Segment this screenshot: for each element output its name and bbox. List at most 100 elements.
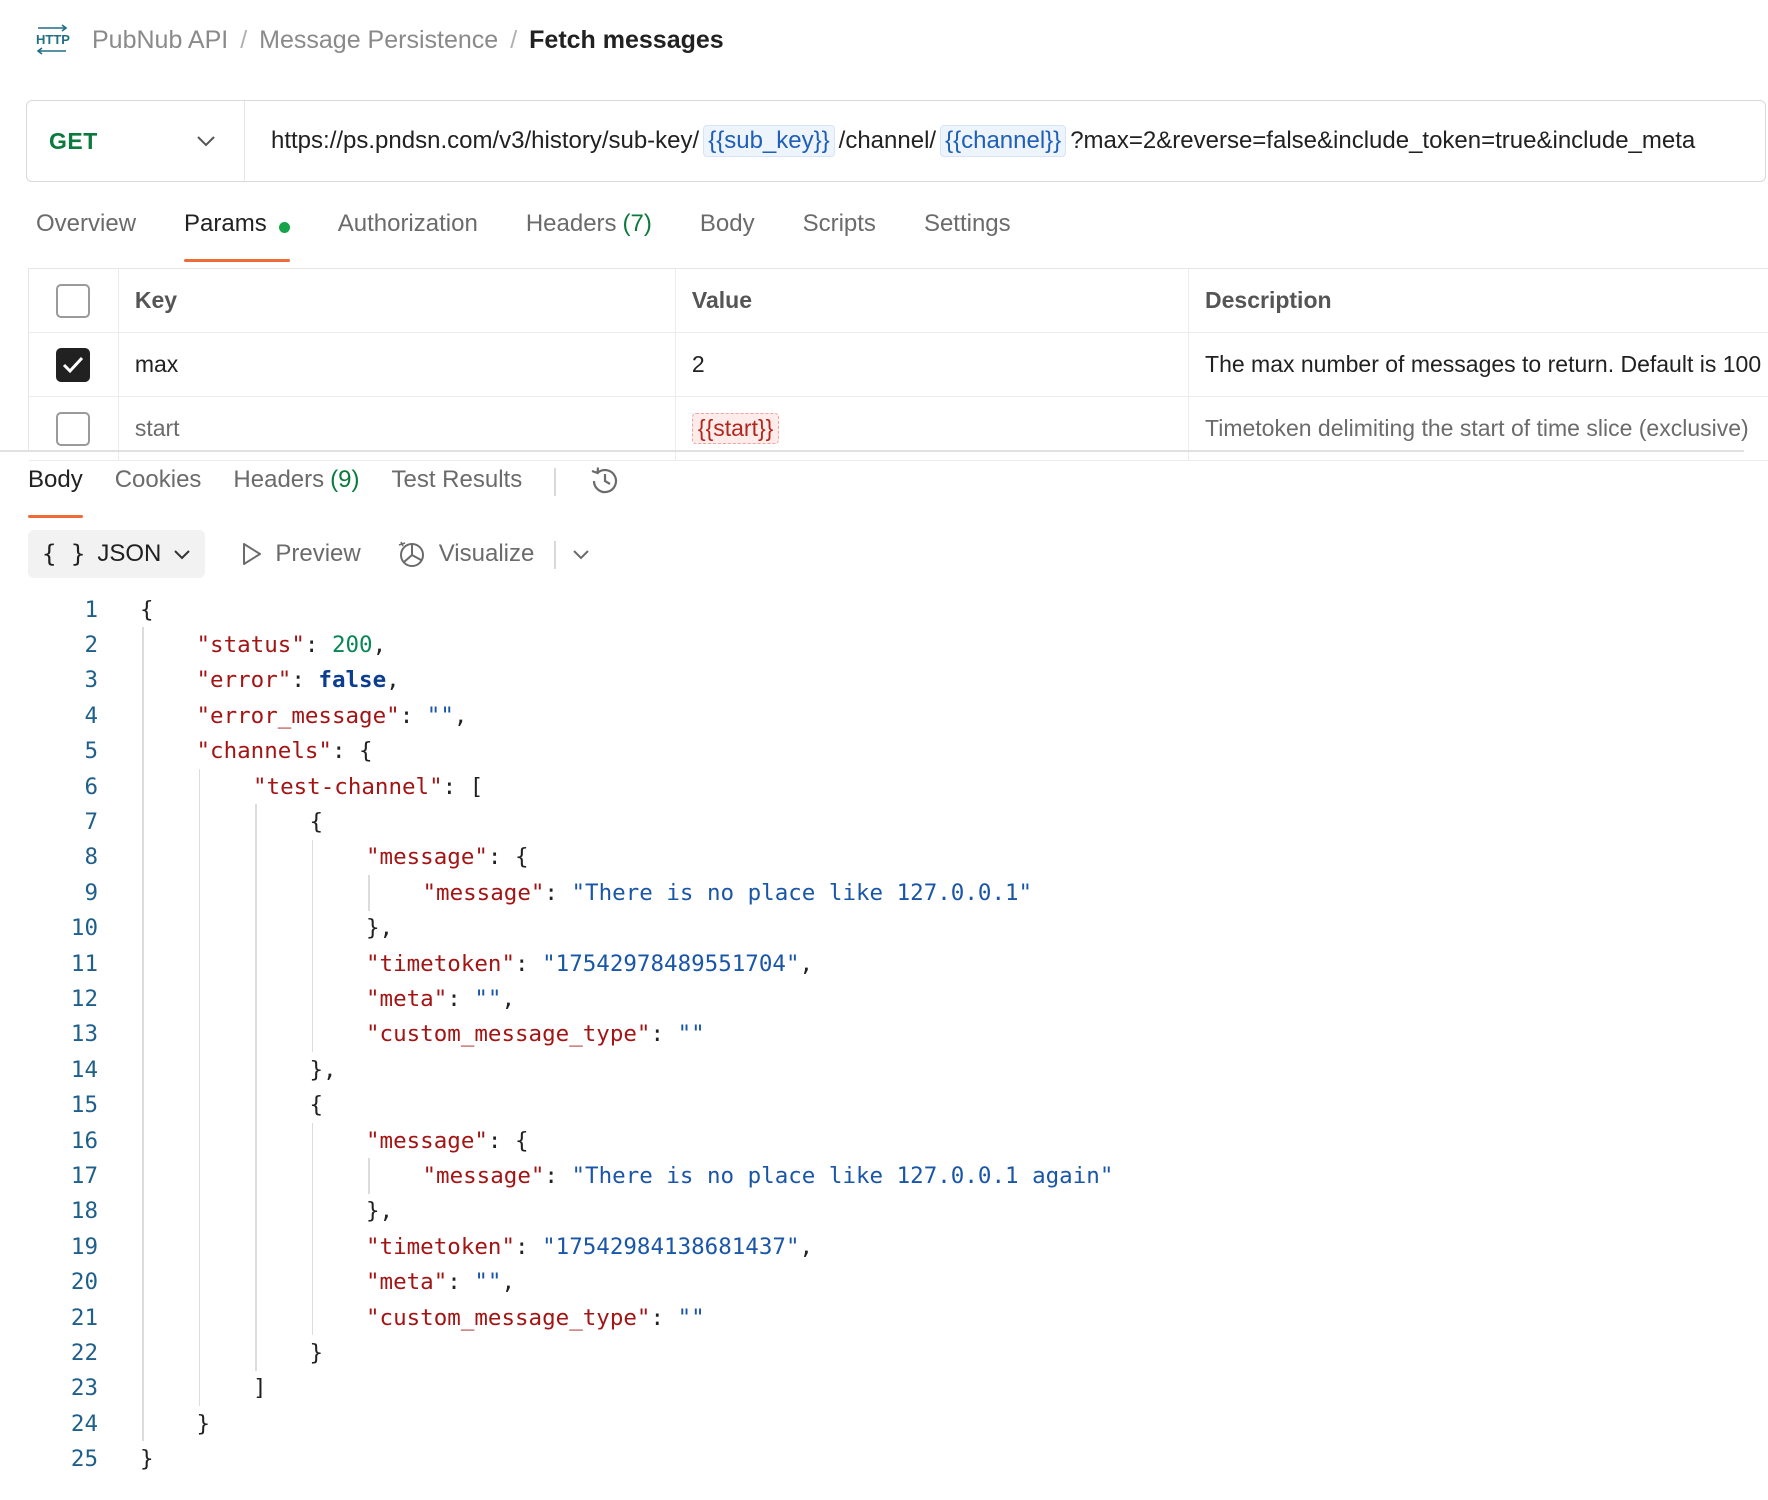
column-header-key: Key [119,269,676,332]
indent-guide [198,804,200,840]
code-token: } [196,1410,211,1437]
url-variable-channel[interactable]: {{channel}} [940,125,1067,157]
tab-authorization[interactable]: Authorization [338,210,478,262]
code-token: "There is no place like 127.0.0.1 again" [571,1162,1114,1189]
tab-scripts[interactable]: Scripts [803,210,876,262]
code-line: 12"meta": "", [0,981,1744,1017]
tab-response-cookies[interactable]: Cookies [115,466,202,518]
braces-icon: { } [42,540,86,568]
indent-guide [255,839,257,876]
code-text: "test-channel": [ [253,774,483,800]
line-number: 5 [84,738,98,765]
tab-params[interactable]: Params [184,210,290,262]
code-token: : [515,1233,543,1260]
code-text: } [310,1340,324,1366]
param-description[interactable]: The max number of messages to return. De… [1205,351,1762,377]
code-token: "message" [422,1162,545,1189]
tab-overview[interactable]: Overview [36,210,136,262]
tab-response-body[interactable]: Body [28,466,83,518]
select-all-checkbox[interactable] [56,283,91,318]
request-name[interactable]: Fetch messages [529,25,724,54]
row-checkbox[interactable] [56,347,91,382]
code-text: "meta": "", [366,1269,515,1295]
indent-guide [255,1335,257,1371]
tab-settings[interactable]: Settings [924,210,1011,262]
line-number: 10 [70,915,98,942]
indent-guide [311,875,313,911]
code-token: : [544,1162,572,1189]
preview-button[interactable]: Preview [241,540,361,568]
response-toolbar: { } JSON Preview Visualize [28,530,590,578]
format-select[interactable]: { } JSON [28,530,206,578]
breadcrumb-item-folder[interactable]: Message Persistence [259,25,499,54]
indent-guide [142,1405,144,1442]
code-token: "custom_message_type" [366,1304,651,1331]
code-text: { [140,597,154,623]
url-part: /channel/ [838,127,937,154]
param-value-cell[interactable]: {{start}} [676,397,1190,460]
line-number: 11 [70,950,98,977]
url-part: ?max=2&reverse=false&include_token=true&… [1070,127,1696,154]
code-token: }, [366,1198,394,1225]
indent-guide [255,1122,257,1159]
breadcrumb-item-collection[interactable]: PubNub API [92,25,229,54]
indent-guide [255,1264,257,1300]
param-description[interactable]: Timetoken delimiting the start of time s… [1205,415,1749,441]
indent-guide [142,1016,144,1053]
indent-guide [311,1299,313,1336]
code-token: , [453,702,468,729]
code-token: "message" [422,879,545,906]
indent-guide [198,1299,200,1336]
tab-body[interactable]: Body [700,210,755,262]
tool-separator [554,541,556,569]
response-body-viewer[interactable]: 1{2"status": 200,3"error": false,4"error… [0,592,1744,1477]
indent-guide [255,910,257,946]
param-key[interactable]: start [119,397,676,460]
code-text: "message": { [366,844,529,870]
tab-label: Body [699,210,755,237]
indent-guide [311,1264,313,1300]
preview-label: Preview [275,540,361,567]
code-line: 8"message": { [0,839,1744,876]
code-token: : { [331,738,373,765]
indent-guide [198,1193,200,1230]
tab-test-results[interactable]: Test Results [391,466,522,518]
indent-guide [142,1229,144,1265]
tab-response-headers[interactable]: Headers(9) [233,466,359,518]
code-line: 7{ [0,804,1744,840]
code-line: 5"channels": { [0,733,1744,769]
indent-guide [198,1016,200,1053]
indent-guide [255,1052,257,1088]
line-number: 18 [70,1198,98,1225]
row-checkbox[interactable] [56,411,91,446]
method-select[interactable]: GET [27,101,245,181]
tab-headers[interactable]: Headers(7) [526,210,652,262]
indent-guide [255,1158,257,1194]
indent-guide [311,981,313,1017]
code-line: 20"meta": "", [0,1264,1744,1300]
pane-divider[interactable] [0,450,1744,452]
chevron-down-icon[interactable] [572,549,590,560]
code-text: "meta": "", [366,986,515,1012]
play-icon [243,543,262,565]
code-token: "" [474,1269,502,1296]
indent-guide [142,875,144,911]
code-text: }, [366,1198,393,1224]
indent-guide [198,910,200,946]
visualize-button[interactable]: Visualize [397,539,590,569]
indent-guide [255,1229,257,1265]
code-token: : [447,985,475,1012]
code-text: "message": { [366,1128,529,1154]
indent-guide [198,945,200,982]
tab-label: Authorization [337,210,478,237]
history-icon[interactable] [588,464,622,498]
param-key[interactable]: max [119,333,676,396]
code-line: 15{ [0,1087,1744,1123]
param-value[interactable]: 2 [676,333,1190,396]
url-input[interactable]: https://ps.pndsn.com/v3/history/sub-key/… [245,125,1695,157]
code-token: "" [677,1304,705,1331]
code-token: } [140,1446,154,1473]
url-variable-sub-key[interactable]: {{sub_key}} [703,125,835,157]
tab-label: Params [184,210,267,237]
indent-guide [198,1122,200,1159]
